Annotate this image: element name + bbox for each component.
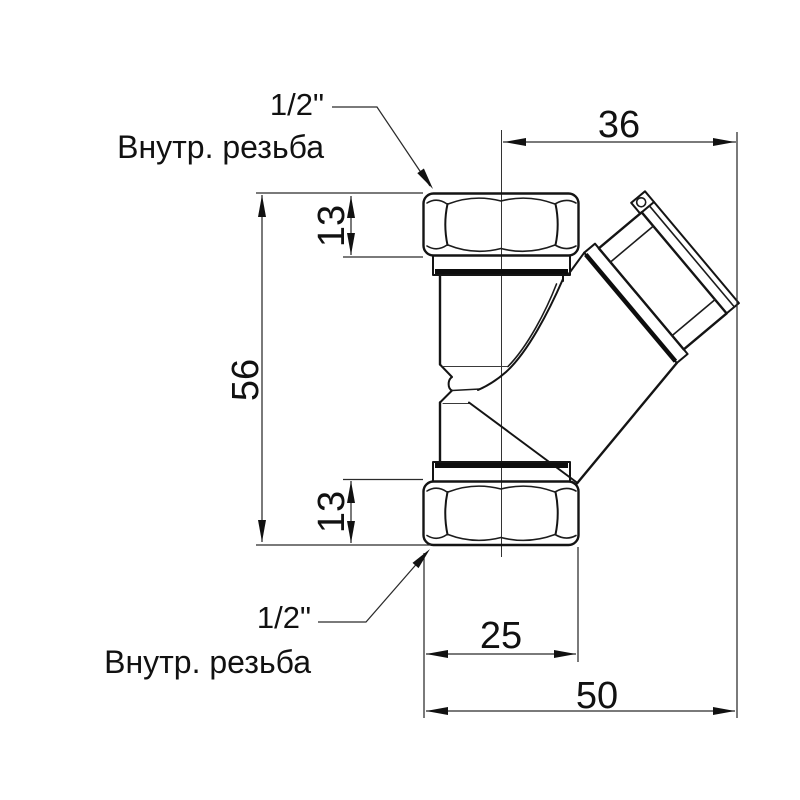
fitting-outline <box>422 190 740 547</box>
thread-type-top: Внутр. резьба <box>117 129 324 165</box>
body-tube <box>438 273 579 484</box>
dimension-56-label: 56 <box>225 359 267 401</box>
thread-label-bottom: 1/2" Внутр. резьба <box>104 549 430 680</box>
dimension-branch-offset: 36 <box>503 104 736 146</box>
dimension-body-width: 25 <box>426 615 576 658</box>
dimension-50-label: 50 <box>576 675 618 717</box>
dimension-25-label: 25 <box>480 615 522 657</box>
dimension-total-height: 56 <box>225 195 267 542</box>
strainer-branch <box>568 190 740 485</box>
vent-screw-icon <box>635 197 647 208</box>
extension-lines <box>256 132 738 718</box>
dimension-top-nut-height: 13 <box>311 196 355 255</box>
top-flange <box>432 254 571 276</box>
dimension-13-top-label: 13 <box>311 205 353 247</box>
bottom-hex-nut <box>422 480 580 547</box>
thread-label-top: 1/2" Внутр. резьба <box>117 87 433 189</box>
thread-size-top: 1/2" <box>270 87 324 122</box>
dimension-36-label: 36 <box>598 104 640 146</box>
dimension-bottom-nut-height: 13 <box>311 481 355 543</box>
thread-type-bottom: Внутр. резьба <box>104 644 311 680</box>
dimension-13-bottom-label: 13 <box>311 491 353 533</box>
dimension-total-width: 50 <box>426 675 735 717</box>
thread-size-bottom: 1/2" <box>257 600 311 635</box>
